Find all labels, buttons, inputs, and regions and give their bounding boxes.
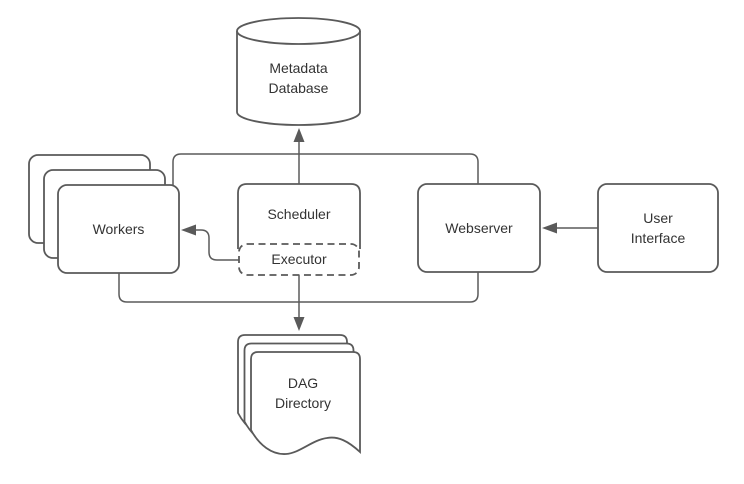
node-dag-directory-label: DAG Directory [274, 375, 331, 411]
edge-user-interface-to-webserver [542, 222, 598, 234]
node-metadata-database-label: Metadata Database [268, 60, 329, 96]
edge-scheduler-to-metadata-database [293, 128, 305, 184]
node-workers-shape [28, 154, 180, 274]
node-scheduler-shape [237, 183, 361, 249]
edge-top-bus [172, 153, 479, 185]
node-scheduler-label: Scheduler [267, 206, 331, 222]
node-user-interface-label: User Interface [630, 210, 686, 246]
node-executor-shape [238, 243, 360, 276]
node-dag-directory-shape [237, 334, 361, 455]
node-webserver-label: Webserver [445, 220, 513, 236]
arrowhead-left-icon [542, 222, 557, 234]
arrowhead-left-icon [181, 224, 196, 236]
edge-executor-to-dag-directory [293, 275, 305, 331]
node-workers-label: Workers [92, 221, 145, 237]
node-metadata-database-shape [236, 17, 361, 126]
arrowhead-down-icon [293, 317, 305, 331]
node-user-interface-shape [597, 183, 719, 273]
arrowhead-up-icon [293, 128, 305, 142]
node-executor-label: Executor [271, 251, 327, 267]
edge-executor-to-workers [181, 224, 239, 261]
node-webserver-shape [417, 183, 541, 273]
